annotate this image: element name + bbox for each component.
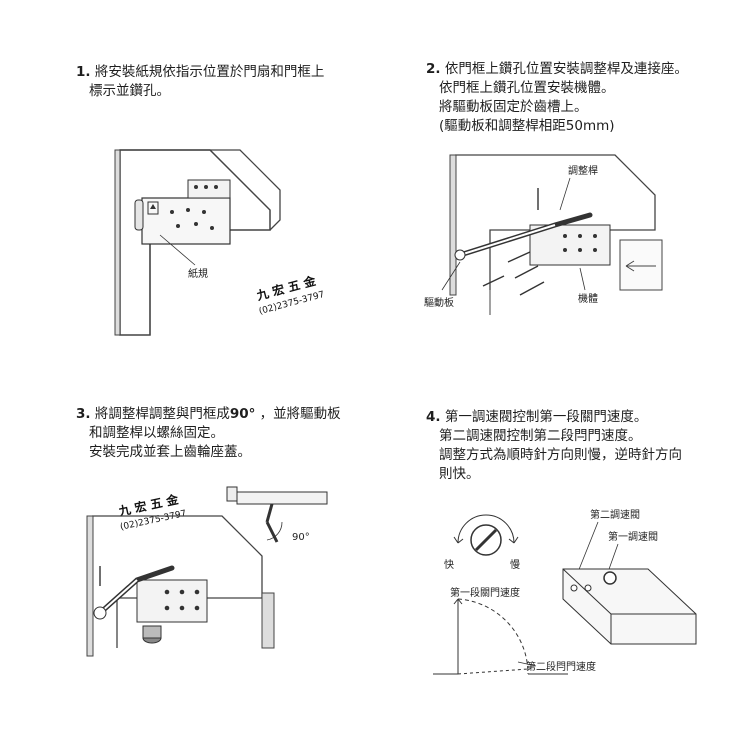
step-4-line-4: 則快。 [439, 466, 480, 482]
shop-stamp-1: 九 宏 五 金 (02)2375-3797 [254, 273, 326, 317]
step-2-number: 2. [426, 61, 441, 77]
fast-label: 快 [444, 559, 454, 571]
step-2-text: 2. 依門框上鑽孔位置安裝調整桿及連接座。 依門框上鑽孔位置安裝機體。 將驅動板… [426, 60, 688, 136]
step-2-illustration: 調整桿 驅動板 機體 [424, 154, 663, 315]
valve2-label: 第二調速閥 [590, 508, 640, 521]
shop-stamp-2: 九 宏 五 金 (02)2375-3797 [116, 491, 187, 533]
template-paper [141, 197, 231, 245]
step-4-line-2: 第二調速閥控制第二段閂門速度。 [439, 428, 642, 444]
slow-label: 慢 [510, 559, 520, 571]
valve-dial: 快 慢 [444, 514, 520, 571]
step-4-text: 4. 第一調速閥控制第一段關門速度。 第二調速閥控制第二段閂門速度。 調整方式為… [426, 408, 682, 484]
step-1-number: 1. [76, 64, 91, 80]
body-label: 機體 [578, 292, 598, 305]
step-3-line-2: 和調整桿以螺絲固定。 [89, 425, 224, 441]
step-2-line-3: 將驅動板固定於齒槽上。 [439, 99, 588, 115]
closer-body [529, 224, 611, 266]
valve1-label: 第一調速閥 [608, 530, 658, 543]
step-4-line-1: 第一調速閥控制第一段關門速度。 [444, 409, 648, 425]
step-4-line-3: 調整方式為順時針方向則慢，逆時針方向 [439, 447, 682, 463]
step-1-line-2: 標示並鑽孔。 [89, 83, 170, 99]
closer-body-3 [136, 579, 208, 623]
step-3-illustration [86, 515, 275, 657]
step-2-line-4: (驅動板和調整桿相距50mm) [439, 118, 615, 134]
step-3-angle: 90° [229, 406, 256, 422]
step-1-line-1: 將安裝紙規依指示位置於門扇和門框上 [94, 64, 325, 80]
step-1-illustration: 紙規 [114, 149, 281, 336]
step-2-line-1: 依門框上鑽孔位置安裝調整桿及連接座。 [444, 61, 688, 77]
step-2-line-2: 依門框上鑽孔位置安裝機體。 [439, 80, 615, 96]
adjust-arm-label: 調整桿 [568, 164, 598, 177]
template-label: 紙規 [188, 267, 208, 280]
step-3-number: 3. [76, 406, 91, 422]
step-3-line-1a: 將調整桿調整與門框成 [94, 406, 230, 422]
speed1-label: 第一段關門速度 [450, 586, 520, 599]
speed2-label: 第二段閂門速度 [526, 660, 596, 673]
step-4-number: 4. [426, 409, 441, 425]
step-3-line-3: 安裝完成並套上齒輪座蓋。 [89, 444, 251, 460]
step-3-angle-inset: 90° [226, 486, 328, 543]
angle-label: 90° [292, 532, 310, 543]
step-4-illustration: 第二調速閥 第一調速閥 第一段關門速度 第二段閂門速度 [433, 508, 697, 675]
step-3-line-1b: ，並將驅動板 [259, 406, 341, 422]
step-3-text: 3. 將調整桿調整與門框成90° ，並將驅動板 和調整桿以螺絲固定。 安裝完成並… [76, 405, 341, 462]
step-1-text: 1. 將安裝紙規依指示位置於門扇和門框上 標示並鑽孔。 [76, 63, 324, 101]
drive-plate-label: 驅動板 [424, 296, 454, 309]
